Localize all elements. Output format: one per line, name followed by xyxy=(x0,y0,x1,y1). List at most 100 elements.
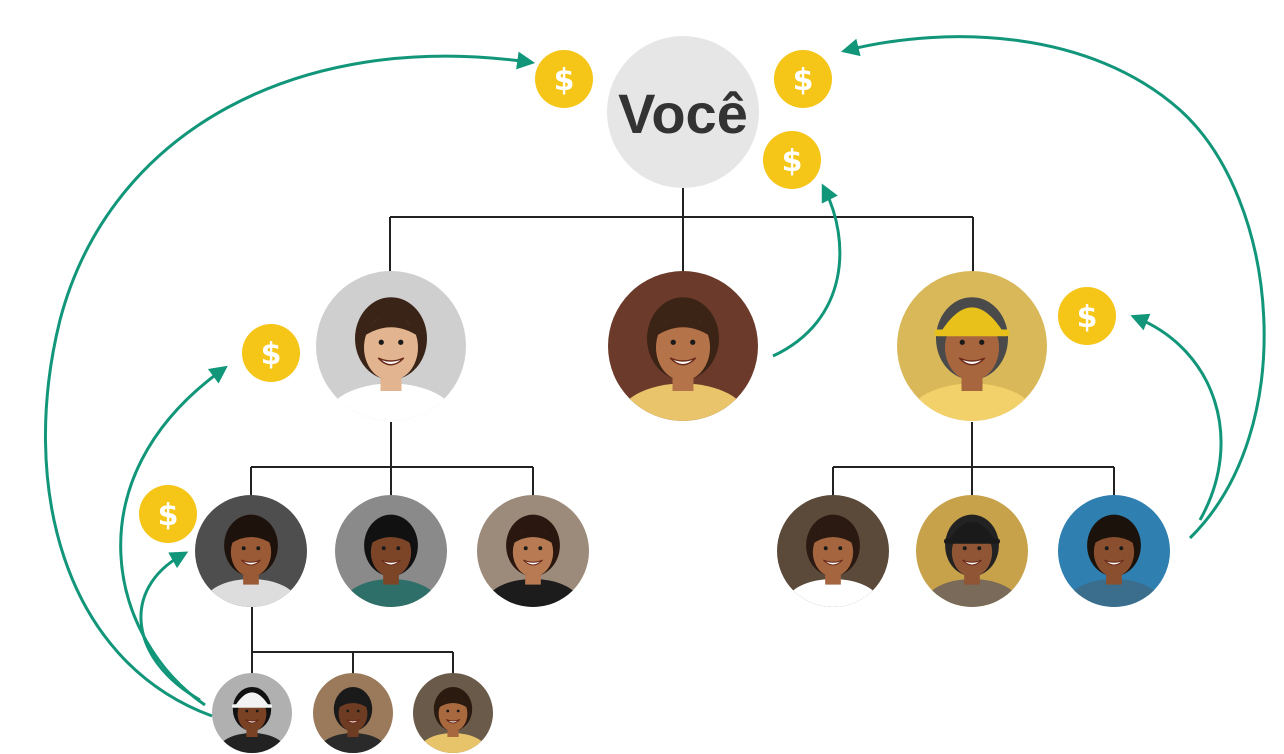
avatar-smile xyxy=(244,718,260,724)
avatar-shirt xyxy=(485,579,581,607)
avatar-eye-left xyxy=(378,339,384,345)
avatar-smile xyxy=(962,559,982,566)
avatar-hair-top xyxy=(511,526,555,545)
person-avatar-p8 xyxy=(916,495,1028,607)
avatar-smile xyxy=(669,357,697,366)
person-avatar-p9 xyxy=(1058,495,1170,607)
arrow-p9-to-root-right xyxy=(841,35,1266,540)
arrow-bottom-to-coin-p1 xyxy=(119,365,228,707)
avatar-eye-right xyxy=(456,709,460,713)
connector-p3-children xyxy=(832,422,1115,496)
avatar-hair-top xyxy=(654,313,712,337)
avatar-shirt xyxy=(419,733,487,753)
person-avatar-p4 xyxy=(195,495,307,607)
coin-circle xyxy=(139,485,197,543)
avatar-eye-right xyxy=(977,546,982,551)
root-circle xyxy=(607,36,759,188)
avatar-cap xyxy=(948,522,996,541)
dollar-sign-icon: $ xyxy=(158,498,179,533)
avatar-eye-left xyxy=(670,339,676,345)
avatar-eye-left xyxy=(823,546,828,551)
avatar-eye-right xyxy=(396,546,401,551)
avatar-eye-left xyxy=(523,546,528,551)
avatar-eye-right xyxy=(398,339,404,345)
coins: $ $ $ $ $ $ xyxy=(139,50,1116,543)
avatar-eye-left xyxy=(381,546,386,551)
avatar-shirt xyxy=(327,383,455,421)
root-label: Você xyxy=(618,82,748,145)
avatar-cap-brim xyxy=(232,704,272,708)
avatar-shirt xyxy=(924,579,1020,607)
person-avatar-p5 xyxy=(335,495,447,607)
avatar-shirt xyxy=(319,733,387,753)
avatar-face xyxy=(338,696,368,732)
person-avatar-p6 xyxy=(477,495,589,607)
arrow-p9-to-coin-p3 xyxy=(1130,313,1223,521)
person-avatar-p2 xyxy=(608,271,758,421)
dollar-coin-icon: $ xyxy=(763,131,821,189)
avatar-smile xyxy=(958,357,986,366)
avatar-shirt xyxy=(785,579,881,607)
connector-root-to-level1 xyxy=(389,188,974,272)
dollar-sign-icon: $ xyxy=(554,63,575,98)
person-avatar-p12 xyxy=(413,673,493,753)
avatar-hair-top xyxy=(437,695,469,709)
avatar-shirt xyxy=(1066,579,1162,607)
avatar-eye-right xyxy=(255,709,259,713)
avatar-smile xyxy=(381,559,401,566)
dollar-sign-icon: $ xyxy=(1077,300,1098,335)
dollar-sign-icon: $ xyxy=(261,337,282,372)
avatar-face xyxy=(812,527,854,577)
avatar-eye-left xyxy=(245,709,249,713)
coin-circle xyxy=(1058,287,1116,345)
avatar-face xyxy=(438,696,468,732)
avatar-shirt xyxy=(908,383,1036,421)
dollar-sign-icon: $ xyxy=(782,144,803,179)
avatar-eye-right xyxy=(838,546,843,551)
people-avatars xyxy=(195,271,1170,753)
flow-arrows xyxy=(44,35,1266,718)
arrow-bottom-to-coin-p4 xyxy=(139,551,201,702)
avatar-eye-right xyxy=(538,546,543,551)
avatar-hair-top xyxy=(229,526,273,545)
avatar-face xyxy=(230,527,272,577)
dollar-coin-icon: $ xyxy=(139,485,197,543)
avatar-smile xyxy=(241,559,261,566)
avatar-shirt xyxy=(218,733,286,753)
dollar-coin-icon: $ xyxy=(242,324,300,382)
avatar-eye-left xyxy=(1104,546,1109,551)
avatar-eye-right xyxy=(690,339,696,345)
avatar-eye-left xyxy=(962,546,967,551)
avatar-eye-right xyxy=(256,546,261,551)
avatar-cap-brim xyxy=(934,329,1010,337)
avatar-hair-top xyxy=(362,313,420,337)
dollar-coin-icon: $ xyxy=(535,50,593,108)
root-node: Você xyxy=(607,36,759,188)
coin-circle xyxy=(774,50,832,108)
avatar-face xyxy=(370,527,412,577)
avatar-eye-right xyxy=(1119,546,1124,551)
dollar-coin-icon: $ xyxy=(1058,287,1116,345)
tree-connectors xyxy=(250,188,1115,676)
avatar-hair-top xyxy=(1092,526,1136,545)
avatar-smile xyxy=(377,357,405,366)
avatar-smile xyxy=(445,718,461,724)
person-avatar-p1 xyxy=(316,271,466,421)
avatar-face xyxy=(364,314,418,381)
avatar-eye-right xyxy=(979,339,985,345)
avatar-shirt xyxy=(203,579,299,607)
avatar-eye-left xyxy=(446,709,450,713)
avatar-eye-left xyxy=(959,339,965,345)
dollar-sign-icon: $ xyxy=(793,63,814,98)
arrow-bottom-to-root-left xyxy=(44,51,536,718)
person-avatar-p10 xyxy=(212,673,292,753)
coin-circle xyxy=(535,50,593,108)
avatar-shirt xyxy=(343,579,439,607)
avatar-cap-brim xyxy=(944,538,1000,544)
avatar-hair-top xyxy=(369,526,413,545)
connector-p1-children xyxy=(250,422,534,496)
avatar-shirt xyxy=(619,383,747,421)
avatar-eye-left xyxy=(346,709,350,713)
connector-p4-children xyxy=(251,607,454,676)
